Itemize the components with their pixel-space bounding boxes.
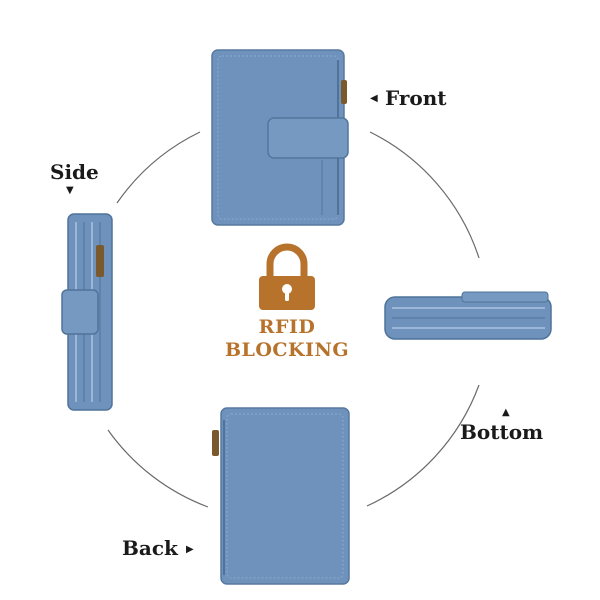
wallet-side: [61, 213, 113, 411]
side-snap-tab: [61, 289, 99, 335]
padlock-icon: [259, 243, 315, 310]
front-pointer-icon: ◀: [370, 93, 378, 104]
back-label: Back: [122, 536, 178, 560]
blocking-label: BLOCKING: [224, 339, 350, 361]
snap-tab: [267, 117, 349, 159]
wallet-front: [211, 49, 349, 226]
arc-top-left: [116, 131, 201, 204]
bottom-label: Bottom: [460, 420, 544, 444]
bottom-pointer-icon: ▲: [502, 407, 510, 418]
arc-bottom-right: [366, 384, 480, 507]
zipper-pull: [341, 80, 347, 104]
circle-guide: [107, 131, 480, 508]
front-label: Front: [385, 86, 447, 110]
side-pointer-icon: ▼: [66, 185, 74, 196]
wallet-back: [212, 407, 350, 585]
side-zipper-pull: [96, 245, 104, 277]
arc-bottom-left: [107, 429, 209, 508]
rfid-label: RFID: [258, 316, 316, 338]
back-pointer-icon: ▶: [186, 544, 194, 555]
side-label: Side: [50, 160, 99, 184]
back-zipper-pull: [212, 430, 219, 456]
wallet-bottom: [384, 291, 552, 340]
arc-top-right: [369, 131, 480, 259]
